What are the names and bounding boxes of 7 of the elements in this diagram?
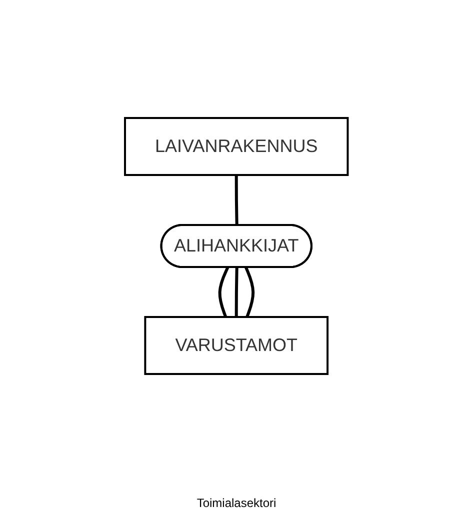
connector <box>218 266 230 318</box>
sector-label: Toimialasektori <box>196 496 276 510</box>
connector <box>244 266 255 318</box>
node-box: VARUSTAMOT <box>144 316 329 375</box>
connector <box>235 175 238 226</box>
connector <box>235 267 238 317</box>
node-box: LAIVANRAKENNUS <box>124 117 349 176</box>
